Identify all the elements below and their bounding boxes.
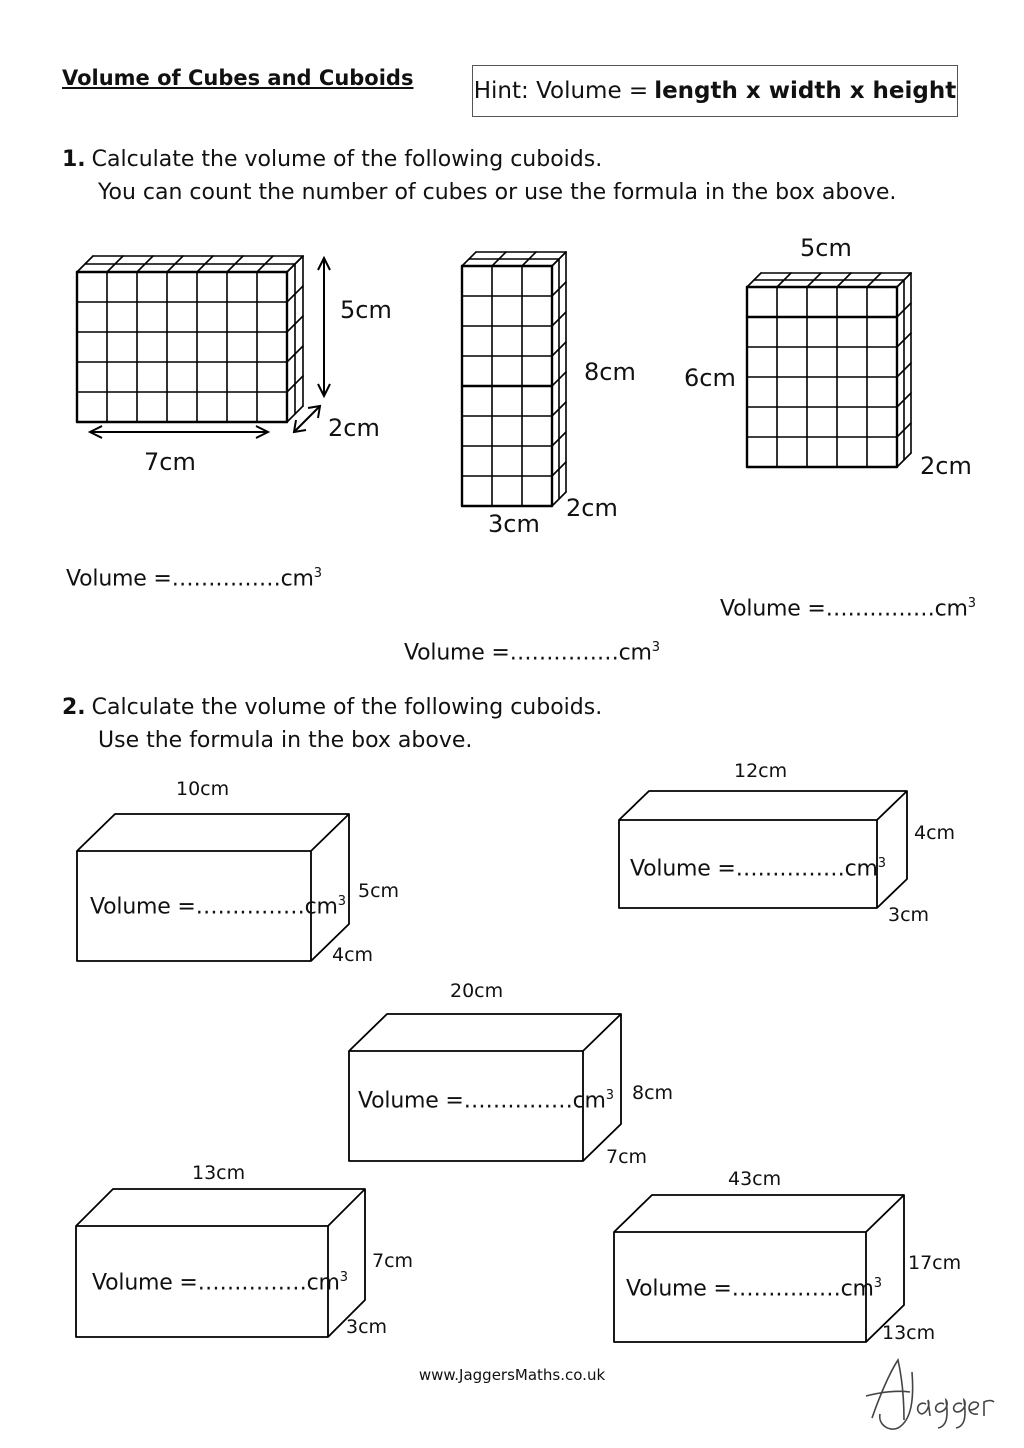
q2-text: Calculate the volume of the following cu… <box>91 695 603 720</box>
b2-length-label: 12cm <box>734 760 788 782</box>
q1-volume-2: Volume =……………cm3 <box>404 640 660 666</box>
page-title: Volume of Cubes and Cuboids <box>62 66 414 90</box>
b1-height-label: 5cm <box>358 880 400 902</box>
q2-line2: Use the formula in the box above. <box>98 728 473 753</box>
q1-number: 1. <box>62 147 86 172</box>
q2-line1: 2.Calculate the volume of the following … <box>62 695 602 720</box>
q2-volume-2: Volume =……………cm3 <box>630 856 886 882</box>
q2-number: 2. <box>62 695 86 720</box>
b3-depth-label: 7cm <box>606 1146 648 1168</box>
q2-volume-1: Volume =……………cm3 <box>90 894 346 920</box>
cuboid-grid-2 <box>460 251 567 508</box>
b1-depth-label: 4cm <box>332 944 374 966</box>
dimension-arrows <box>87 255 331 439</box>
b2-depth-label: 3cm <box>888 904 930 926</box>
b1-length-label: 10cm <box>176 778 230 800</box>
b5-depth-label: 13cm <box>882 1322 936 1344</box>
q1-volume-1: Volume =……………cm3 <box>66 566 322 592</box>
c2-height-label: 8cm <box>584 358 636 386</box>
cuboid-grid-1 <box>75 255 304 424</box>
b3-height-label: 8cm <box>632 1082 674 1104</box>
b2-height-label: 4cm <box>914 822 956 844</box>
c3-length-label: 5cm <box>800 234 852 262</box>
q2-volume-3: Volume =……………cm3 <box>358 1088 614 1114</box>
q1-text: Calculate the volume of the following cu… <box>91 147 603 172</box>
b4-height-label: 7cm <box>372 1250 414 1272</box>
q1-line2: You can count the number of cubes or use… <box>98 180 897 205</box>
b5-height-label: 17cm <box>908 1252 962 1274</box>
b4-depth-label: 3cm <box>346 1316 388 1338</box>
c3-height-label: 6cm <box>684 364 736 392</box>
c2-depth-label: 2cm <box>566 494 618 522</box>
hint-prefix: Hint: Volume = <box>473 78 649 104</box>
c2-length-label: 3cm <box>488 510 540 538</box>
c1-height-label: 5cm <box>340 296 392 324</box>
c1-depth-label: 2cm <box>328 414 380 442</box>
q2-volume-5: Volume =……………cm3 <box>626 1276 882 1302</box>
c1-length-label: 7cm <box>144 448 196 476</box>
b5-length-label: 43cm <box>728 1168 782 1190</box>
b3-length-label: 20cm <box>450 980 504 1002</box>
plain-cuboids <box>75 790 908 1343</box>
q1-volume-3: Volume =……………cm3 <box>720 596 976 622</box>
q1-line1: 1.Calculate the volume of the following … <box>62 147 602 172</box>
hint-formula: length x width x height <box>654 78 957 104</box>
cuboid-grid-3 <box>745 272 912 469</box>
b4-length-label: 13cm <box>192 1162 246 1184</box>
q2-volume-4: Volume =……………cm3 <box>92 1270 348 1296</box>
c3-depth-label: 2cm <box>920 452 972 480</box>
hint-box: Hint: Volume = length x width x height <box>472 65 958 117</box>
footer-url: www.JaggersMaths.co.uk <box>418 1366 606 1384</box>
